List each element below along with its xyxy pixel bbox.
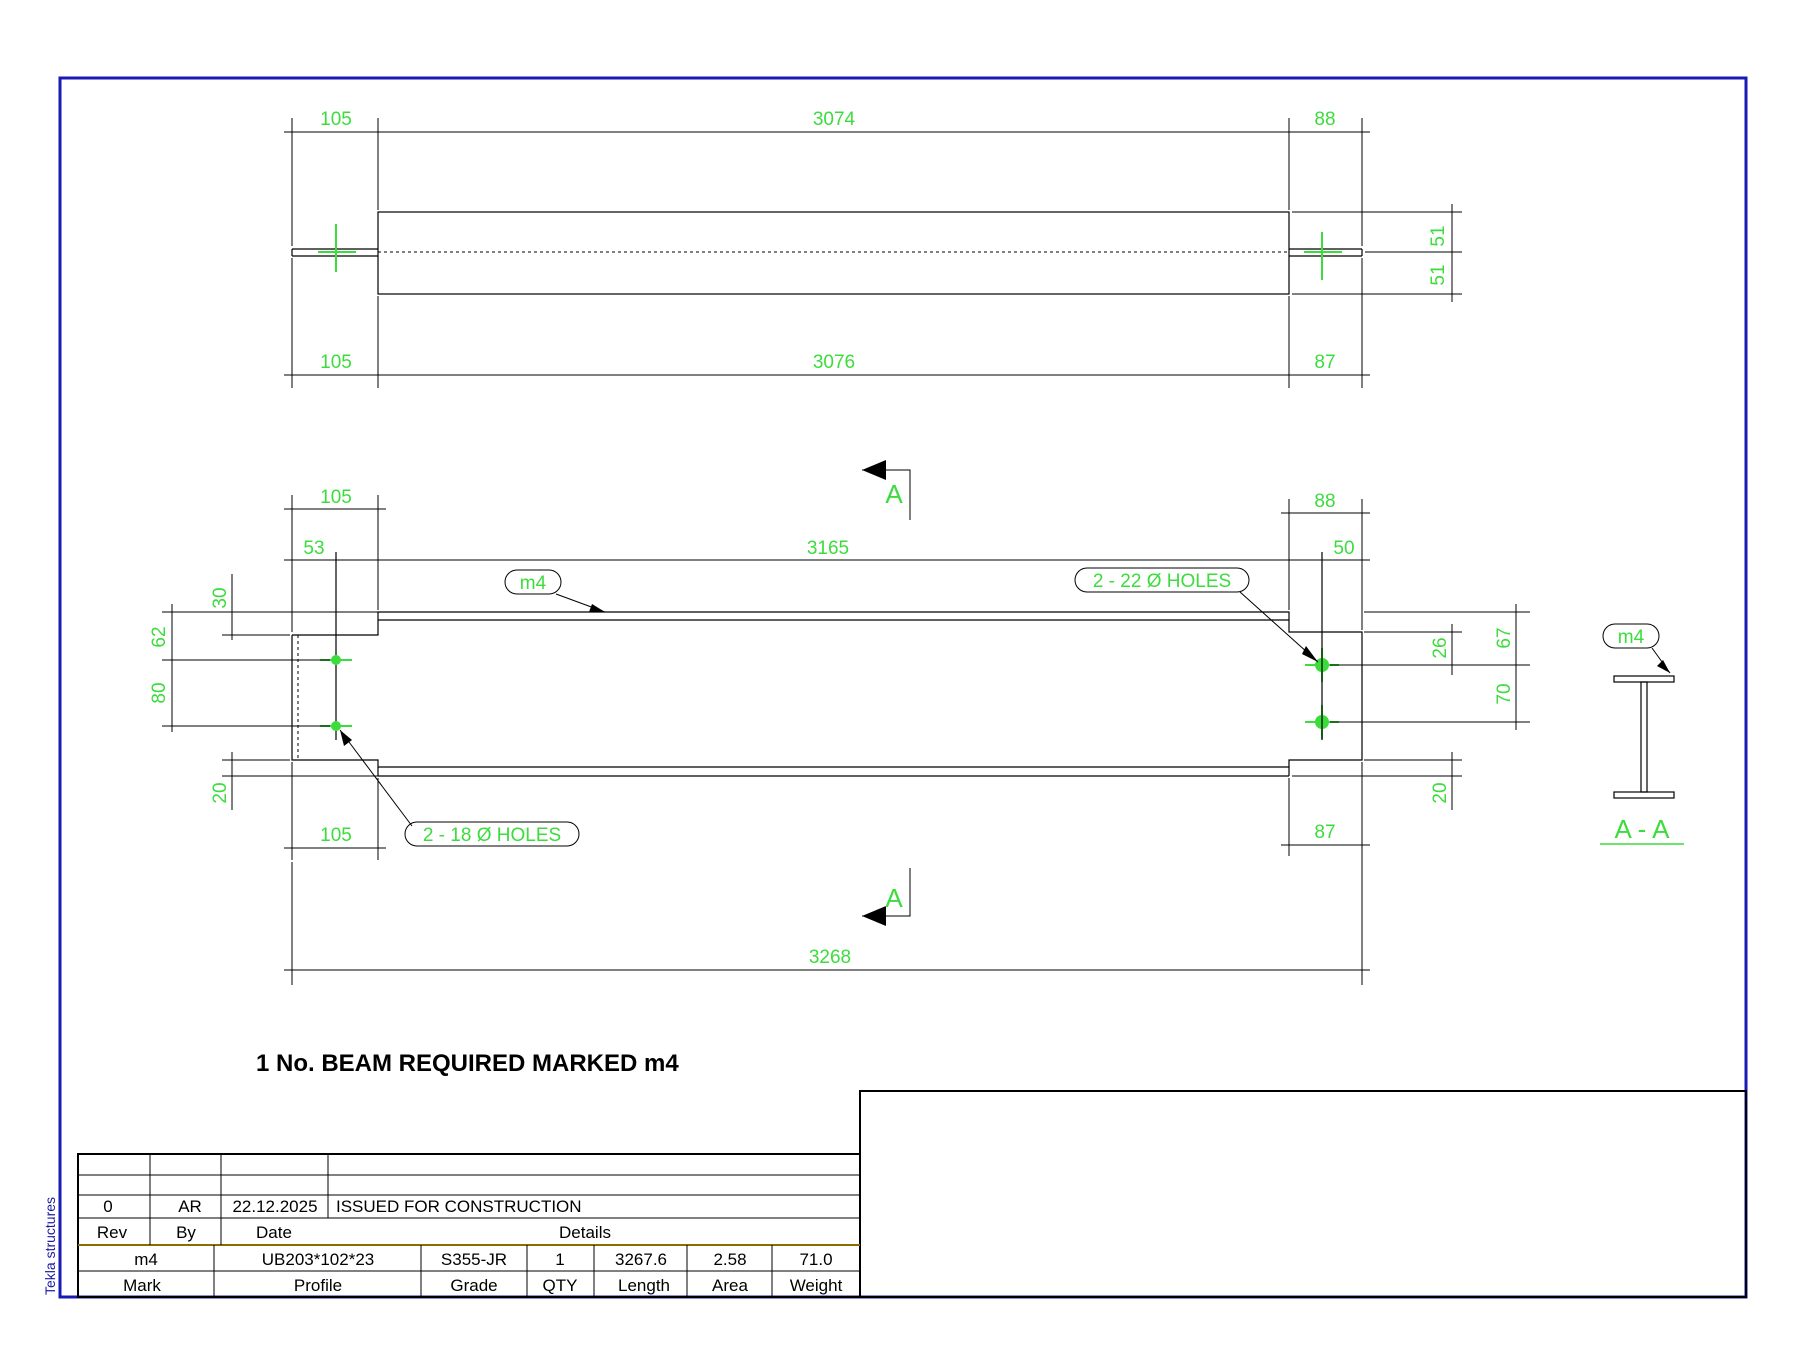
top-dim-right: 88 — [1314, 109, 1335, 130]
section-mark-tag: m4 — [1618, 627, 1645, 648]
area-value: 2.58 — [713, 1250, 746, 1269]
section-title: A - A — [1615, 814, 1671, 844]
front-dim-hole-spacing: 3165 — [807, 538, 849, 559]
front-dim-right-67: 67 — [1494, 627, 1515, 648]
grade-header: Grade — [450, 1276, 497, 1295]
grade-value: S355-JR — [441, 1250, 507, 1269]
software-label: Tekla structures — [42, 1197, 58, 1295]
front-dim-top-right: 88 — [1314, 491, 1335, 512]
tag-holes-left: 2 - 18 Ø HOLES — [423, 825, 561, 846]
by-header: By — [176, 1223, 196, 1242]
top-view-bottom-dim-middle: 3076 — [813, 352, 855, 373]
quantity-note: 1 No. BEAM REQUIRED MARKED m4 — [256, 1050, 679, 1077]
rev-date-value: 22.12.2025 — [232, 1197, 317, 1216]
front-dim-left-62: 62 — [149, 626, 170, 647]
weight-header: Weight — [790, 1276, 843, 1295]
length-value: 3267.6 — [615, 1250, 667, 1269]
front-dim-bottom-left: 105 — [320, 825, 352, 846]
section-top-flange — [1613, 675, 1675, 683]
qty-header: QTY — [543, 1276, 578, 1295]
top-dim-left: 105 — [320, 109, 352, 130]
front-dim-left-20: 20 — [210, 782, 231, 803]
front-dim-right-20: 20 — [1430, 782, 1451, 803]
front-view: A A 105 88 53 3165 50 30 62 80 20 — [149, 460, 1530, 985]
front-dim-bottom-right: 87 — [1314, 822, 1335, 843]
top-view-web — [377, 211, 1290, 295]
title-block-right — [859, 1090, 1747, 1298]
qty-value: 1 — [555, 1250, 564, 1269]
section-view: m4 A - A — [1600, 623, 1684, 845]
top-view-bottom-dim-right: 87 — [1314, 352, 1335, 373]
part-table: m4 UB203*102*23 S355-JR 1 3267.6 2.58 71… — [78, 1245, 860, 1297]
rev-details-value: ISSUED FOR CONSTRUCTION — [336, 1197, 582, 1216]
date-header: Date — [256, 1223, 292, 1242]
rev-header: Rev — [97, 1223, 128, 1242]
weight-value: 71.0 — [799, 1250, 832, 1269]
top-view: 105 3074 88 105 3076 87 51 51 — [284, 109, 1462, 388]
profile-value: UB203*102*23 — [262, 1250, 374, 1269]
mark-value: m4 — [134, 1250, 158, 1269]
length-header: Length — [618, 1276, 670, 1295]
section-letter-bottom: A — [885, 883, 903, 913]
section-bottom-flange — [1613, 791, 1675, 799]
front-dim-right-26: 26 — [1430, 637, 1451, 658]
front-dim-left-80: 80 — [149, 682, 170, 703]
front-dim-left-30: 30 — [210, 587, 231, 608]
front-dim-right-70: 70 — [1494, 683, 1515, 704]
front-dim-right-hole: 50 — [1333, 538, 1354, 559]
part-mark-tag: m4 — [520, 573, 547, 594]
section-web — [1640, 681, 1648, 793]
top-view-right-dim-upper: 51 — [1428, 225, 1449, 246]
top-dim-middle: 3074 — [813, 109, 856, 130]
revision-table: 0 AR 22.12.2025 ISSUED FOR CONSTRUCTION … — [77, 1153, 861, 1298]
section-letter-top: A — [885, 479, 903, 509]
beam-outline — [291, 611, 1363, 768]
top-view-right-dim-lower: 51 — [1428, 264, 1449, 285]
area-header: Area — [712, 1276, 748, 1295]
rev-value: 0 — [103, 1197, 112, 1216]
mark-header: Mark — [123, 1276, 161, 1295]
top-view-bottom-dim-left: 105 — [320, 352, 352, 373]
front-dim-left-hole: 53 — [303, 538, 324, 559]
profile-header: Profile — [294, 1276, 342, 1295]
front-dim-overall: 3268 — [809, 947, 851, 968]
details-header: Details — [559, 1223, 611, 1242]
front-dim-top-left: 105 — [320, 487, 352, 508]
rev-by-value: AR — [178, 1197, 202, 1216]
tag-holes-right: 2 - 22 Ø HOLES — [1093, 571, 1231, 592]
